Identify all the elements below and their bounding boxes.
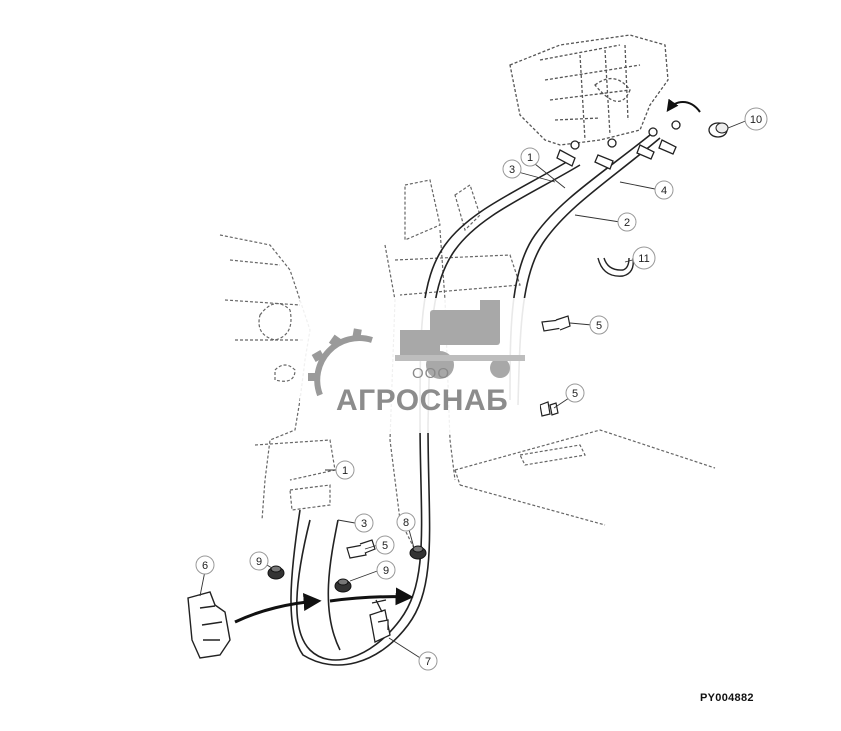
callout-1-lower: 1 bbox=[335, 460, 355, 480]
svg-text:1: 1 bbox=[527, 152, 533, 164]
callout-1-upper: 1 bbox=[520, 147, 540, 167]
upper-housing bbox=[509, 34, 669, 146]
svg-text:5: 5 bbox=[596, 320, 602, 332]
callout-9-left: 9 bbox=[249, 551, 269, 571]
callout-10: 10 bbox=[744, 107, 768, 131]
cable-end-fittings bbox=[556, 120, 681, 170]
callout-11: 11 bbox=[632, 246, 656, 270]
svg-text:5: 5 bbox=[572, 388, 578, 400]
svg-text:5: 5 bbox=[382, 540, 388, 552]
svg-text:3: 3 bbox=[361, 518, 367, 530]
callout-4: 4 bbox=[654, 180, 674, 200]
callout-bubbles: 1 1 2 3 3 4 5 5 bbox=[195, 107, 768, 671]
svg-text:7: 7 bbox=[425, 656, 431, 668]
callout-3-upper: 3 bbox=[502, 159, 522, 179]
callout-7: 7 bbox=[418, 651, 438, 671]
figure-id-label: PY004882 bbox=[700, 692, 754, 704]
clip-part-11 bbox=[597, 257, 634, 277]
install-arrow-bracket bbox=[329, 587, 414, 606]
svg-text:9: 9 bbox=[256, 556, 262, 568]
svg-text:11: 11 bbox=[638, 253, 649, 265]
svg-text:10: 10 bbox=[750, 114, 762, 126]
grommets bbox=[267, 545, 427, 593]
install-arrow-handle bbox=[234, 593, 322, 624]
watermark-gear-teeth bbox=[308, 328, 362, 381]
bracket-part-7 bbox=[369, 599, 391, 643]
svg-text:4: 4 bbox=[661, 185, 667, 197]
svg-text:3: 3 bbox=[509, 164, 515, 176]
svg-text:ООО: ООО bbox=[412, 365, 450, 382]
callout-9-right: 9 bbox=[376, 560, 396, 580]
svg-text:6: 6 bbox=[202, 560, 208, 572]
svg-text:АГРОСНАБ: АГРОСНАБ bbox=[336, 384, 508, 417]
clamp-parts-5 bbox=[346, 315, 571, 559]
cap-part-10 bbox=[708, 122, 729, 138]
watermark-harvester-icon bbox=[395, 300, 525, 379]
install-arrow-cap bbox=[666, 98, 701, 113]
callout-8: 8 bbox=[396, 512, 416, 532]
callout-5-middle: 5 bbox=[565, 383, 585, 403]
callout-5-upper: 5 bbox=[589, 315, 609, 335]
callout-3-lower: 3 bbox=[354, 513, 374, 533]
handle-part-6 bbox=[187, 591, 231, 659]
svg-text:2: 2 bbox=[624, 217, 630, 229]
lower-platform bbox=[454, 429, 716, 526]
callout-6: 6 bbox=[195, 555, 215, 575]
watermark: ООО АГРОСНАБ bbox=[300, 298, 540, 433]
callout-5-lower: 5 bbox=[375, 535, 395, 555]
svg-text:9: 9 bbox=[383, 565, 389, 577]
svg-text:1: 1 bbox=[342, 465, 348, 477]
svg-text:8: 8 bbox=[403, 517, 409, 529]
callout-2: 2 bbox=[617, 212, 637, 232]
